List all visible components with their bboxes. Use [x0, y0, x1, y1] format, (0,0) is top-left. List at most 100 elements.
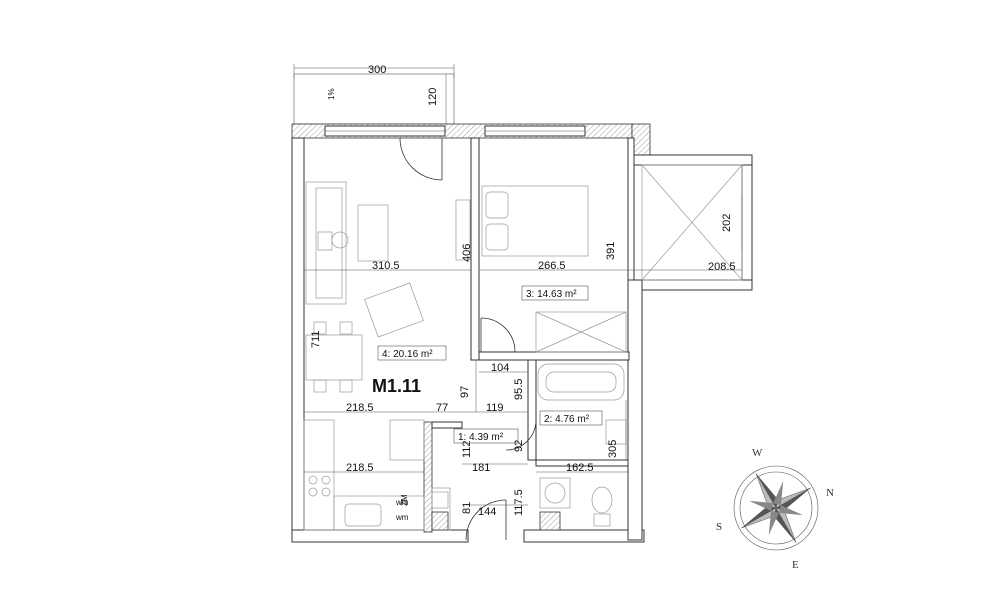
washing-machine — [539, 477, 571, 509]
living-bedroom-partition — [470, 137, 480, 361]
chair — [313, 321, 327, 335]
bathroom-fixtures — [431, 363, 627, 531]
balcony: 300 120 1% — [293, 64, 455, 125]
wm-label: wm — [395, 513, 409, 522]
entry-width-dim: 144 — [478, 506, 496, 518]
bathroom-area-label: 2: 4.76 m² — [544, 414, 590, 425]
room-labels: 4: 20.16 m² 3: 14.63 m² 2: 4.76 m² 1: 4.… — [372, 285, 603, 444]
bedroom-label-box — [521, 285, 589, 301]
wm-label: wm — [395, 498, 409, 507]
terrace: 208.5 202 — [641, 164, 743, 281]
coffee-table — [357, 204, 389, 262]
kitchen-width-bottom-dim: 218.5 — [346, 462, 374, 474]
compass-south: S — [716, 521, 722, 533]
bottom-wall-right — [523, 529, 645, 543]
pillow — [485, 191, 509, 219]
hall-niche-width-dim: 77 — [436, 402, 448, 414]
bath-width-dim: 162.5 — [566, 462, 594, 474]
zm-label: ZM — [400, 494, 409, 506]
bath-door-swing — [505, 419, 537, 451]
bath-right-wall — [627, 279, 643, 541]
kitchen-width-top-dim: 218.5 — [346, 402, 374, 414]
bath-tub-height-dim: 95.5 — [513, 379, 525, 400]
terrace-top-wall — [631, 154, 753, 166]
armchair — [364, 282, 424, 338]
bedroom-bottom-partition — [478, 351, 630, 361]
bedroom-right-wall — [627, 137, 635, 291]
double-bed — [481, 185, 589, 257]
cooktop-burner — [308, 475, 318, 485]
cooktop-burner — [321, 487, 331, 497]
shaft — [539, 511, 561, 531]
hall-upper-width-dim: 104 — [491, 362, 509, 374]
hall-height-dim: 112 — [461, 440, 473, 458]
living-height-dim: 711 — [310, 330, 322, 348]
unit-code: M1.11 — [372, 376, 421, 396]
terrace-bottom-wall — [631, 279, 753, 291]
person-symbol — [331, 231, 349, 249]
bedroom-area-label: 3: 14.63 m² — [526, 289, 577, 300]
compass-east: E — [792, 559, 799, 571]
kitchen-counter-bottom — [333, 495, 425, 531]
shaft — [431, 511, 449, 531]
bedroom-door-swing — [480, 317, 516, 353]
compass-rose: N E S W — [716, 447, 834, 571]
bottom-wall-left — [291, 529, 469, 543]
terrace-width-dim: 208.5 — [708, 261, 736, 273]
compass-ring-outer — [733, 465, 819, 551]
kitchen-sink — [344, 503, 382, 527]
dining-table — [305, 334, 363, 381]
terrace-depth-dim: 202 — [721, 214, 733, 232]
balcony-slope: 1% — [327, 88, 336, 100]
compass-west: W — [752, 447, 763, 459]
hall-label-box — [453, 428, 519, 444]
entry-door-swing — [465, 499, 507, 541]
chair — [339, 321, 353, 335]
balcony-depth-dim: 120 — [427, 88, 439, 106]
bedroom-height-dim: 391 — [605, 242, 617, 260]
bathtub — [537, 363, 625, 401]
bath-left-partition — [527, 359, 537, 461]
entry-side-dim: 81 — [461, 502, 473, 514]
balcony-door-swing — [399, 137, 443, 181]
compass-ring-inner — [739, 471, 813, 545]
dimension-labels: 310.5 711 406 266.5 391 218.5 218.5 77 9… — [310, 242, 619, 518]
bath-height-dim: 305 — [607, 440, 619, 458]
bathroom-label-box — [539, 410, 603, 426]
living-window-height-dim: 406 — [461, 244, 473, 262]
kitchen-counter — [303, 419, 335, 531]
appliance-labels: ZM wm wm — [395, 494, 409, 522]
pillow — [485, 223, 509, 251]
bedroom-width-dim: 266.5 — [538, 260, 566, 272]
walls — [291, 123, 753, 543]
bath-bottom-partition — [535, 459, 629, 467]
hall-left-partition — [423, 421, 433, 533]
compass-north: N — [826, 487, 834, 499]
wardrobe — [535, 311, 627, 353]
cooktop-burner — [321, 475, 331, 485]
living-label-box — [377, 345, 447, 361]
bedroom-furniture — [481, 185, 627, 353]
hall-inner-height-dim: 92 — [513, 440, 525, 452]
terrace-right-wall — [741, 164, 753, 291]
dimension-lines — [304, 269, 742, 506]
tv-stand — [455, 199, 471, 261]
kitchen-island — [389, 419, 425, 461]
living-furniture — [303, 181, 471, 531]
cooktop-burner — [308, 487, 318, 497]
hall-upper-height-dim: 97 — [459, 386, 471, 398]
doors — [399, 137, 537, 541]
closet-width-dim: 181 — [472, 462, 490, 474]
balcony-width-dim: 300 — [368, 64, 386, 76]
entry-height-dim: 117.5 — [513, 489, 525, 516]
chair — [313, 379, 327, 393]
hall-width-dim: 119 — [486, 402, 504, 414]
living-width-dim: 310.5 — [372, 260, 400, 272]
toilet — [591, 486, 613, 514]
left-wall — [291, 137, 305, 541]
chair — [339, 379, 353, 393]
sofa — [305, 181, 347, 305]
hall-top-partition — [431, 421, 463, 429]
hall-area-label: 1: 4.39 m² — [458, 432, 504, 443]
